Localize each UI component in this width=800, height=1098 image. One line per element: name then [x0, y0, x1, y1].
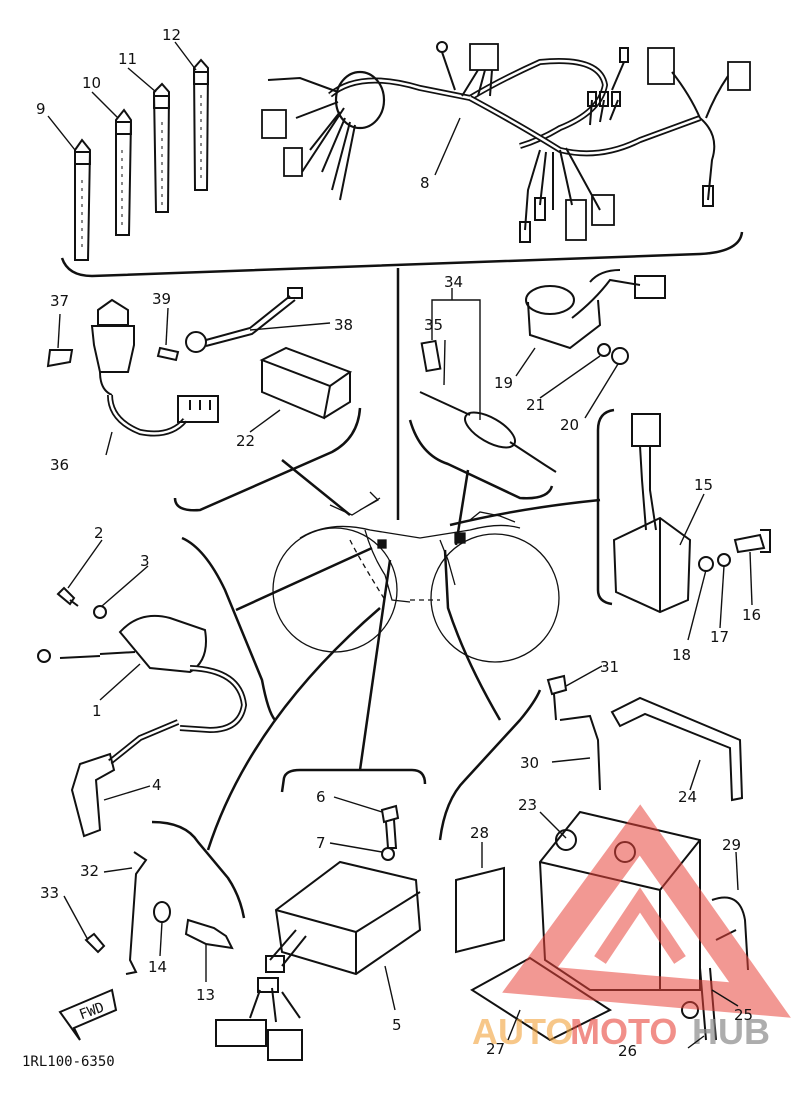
callout-29: 29 [722, 836, 741, 854]
callout-28: 28 [470, 824, 489, 842]
cable-bands [74, 58, 210, 261]
callout-15: 15 [694, 476, 713, 494]
harness-bracket [60, 231, 744, 278]
minus-lead-30 [559, 714, 601, 791]
callout-18: 18 [672, 646, 691, 664]
sheet-27 [470, 956, 613, 1042]
callout-30: 30 [520, 754, 539, 772]
callout-23: 23 [518, 796, 537, 814]
callout-32: 32 [80, 862, 99, 880]
rear-wheel [272, 527, 398, 653]
callout-12: 12 [162, 26, 181, 44]
sheet-28 [455, 866, 505, 954]
grommet-14 [153, 901, 171, 923]
plug-cap-4 [70, 752, 116, 838]
watermark-moto: MOTO [570, 1011, 677, 1052]
callout-36: 36 [50, 456, 69, 474]
earth-lead-32 [125, 851, 148, 975]
callout-16: 16 [742, 606, 761, 624]
cable-band-11 [152, 82, 171, 213]
washer-7 [381, 847, 395, 861]
callout-38: 38 [334, 316, 353, 334]
callout-19: 19 [494, 374, 513, 392]
callout-1: 1 [92, 702, 102, 720]
callout-5: 5 [392, 1016, 402, 1034]
main-switch [90, 298, 219, 437]
callout-7: 7 [316, 834, 326, 852]
nut-20 [611, 347, 629, 365]
group-brackets [60, 231, 744, 919]
screw-33 [84, 932, 106, 954]
ignition-coil [37, 614, 248, 765]
callout-20: 20 [560, 416, 579, 434]
leader-lines [206, 268, 601, 851]
callout-27: 27 [486, 1040, 505, 1058]
watermark-logo: AUTO MOTO HUB [472, 804, 791, 1052]
bracket-diode-group [408, 419, 554, 500]
callout-leaders [47, 41, 753, 1049]
bolt-16 [733, 529, 771, 554]
callout-14: 14 [148, 958, 167, 976]
cable-band-10 [115, 108, 133, 236]
callout-24: 24 [678, 788, 697, 806]
callout-34: 34 [444, 273, 463, 291]
regulator-5 [215, 860, 422, 1061]
callout-17: 17 [710, 628, 729, 646]
callout-37: 37 [50, 292, 69, 310]
wire-harness [261, 41, 751, 243]
callout-26: 26 [618, 1042, 637, 1060]
callout-31: 31 [600, 658, 619, 676]
front-wheel [430, 533, 560, 663]
callout-10: 10 [82, 74, 101, 92]
plate-39 [156, 346, 180, 362]
callout-39: 39 [152, 290, 171, 308]
bracket-regulator [280, 768, 427, 793]
callout-numbers: 9 10 11 12 8 37 39 38 36 22 34 35 19 21 … [36, 26, 761, 1060]
watermark-hub: HUB [692, 1011, 770, 1052]
callout-21: 21 [526, 396, 545, 414]
screw-2 [56, 586, 79, 607]
bracket-switch-group [173, 407, 362, 512]
cable-band-12 [192, 58, 210, 191]
fwd-arrow: FWD [58, 988, 118, 1041]
nut-18 [698, 556, 714, 572]
callout-3: 3 [140, 552, 150, 570]
callout-9: 9 [36, 100, 46, 118]
callout-8: 8 [420, 174, 430, 192]
callout-35: 35 [424, 316, 443, 334]
callout-4: 4 [152, 776, 162, 794]
diagram-code: 1RL100-6350 [22, 1054, 115, 1070]
callout-13: 13 [196, 986, 215, 1004]
diode-lead [419, 339, 557, 473]
relay-19 [525, 269, 666, 350]
sensor-13 [184, 918, 234, 950]
bracket-cdi-group [596, 408, 615, 606]
callout-25: 25 [734, 1006, 753, 1024]
battery-band-24 [610, 696, 744, 802]
bracket-battery [438, 689, 542, 841]
bolt-31 [546, 674, 568, 721]
key-37 [46, 349, 74, 368]
watermark-auto: AUTO [472, 1011, 573, 1052]
callout-33: 33 [40, 884, 59, 902]
cdi-unit-15 [612, 413, 692, 614]
relay-22 [259, 346, 353, 420]
washer-3 [93, 605, 107, 619]
lead-38 [185, 287, 303, 353]
bracket-coil-group [181, 536, 276, 721]
callout-2: 2 [94, 524, 104, 542]
motorcycle-outline [272, 491, 560, 663]
washer-17 [717, 553, 731, 567]
callout-22: 22 [236, 432, 255, 450]
callout-6: 6 [316, 788, 326, 806]
cable-band-9 [74, 138, 92, 261]
washer-21 [597, 343, 611, 357]
callout-11: 11 [118, 50, 137, 68]
bracket-spark [151, 820, 246, 919]
bolt-6 [380, 804, 400, 849]
